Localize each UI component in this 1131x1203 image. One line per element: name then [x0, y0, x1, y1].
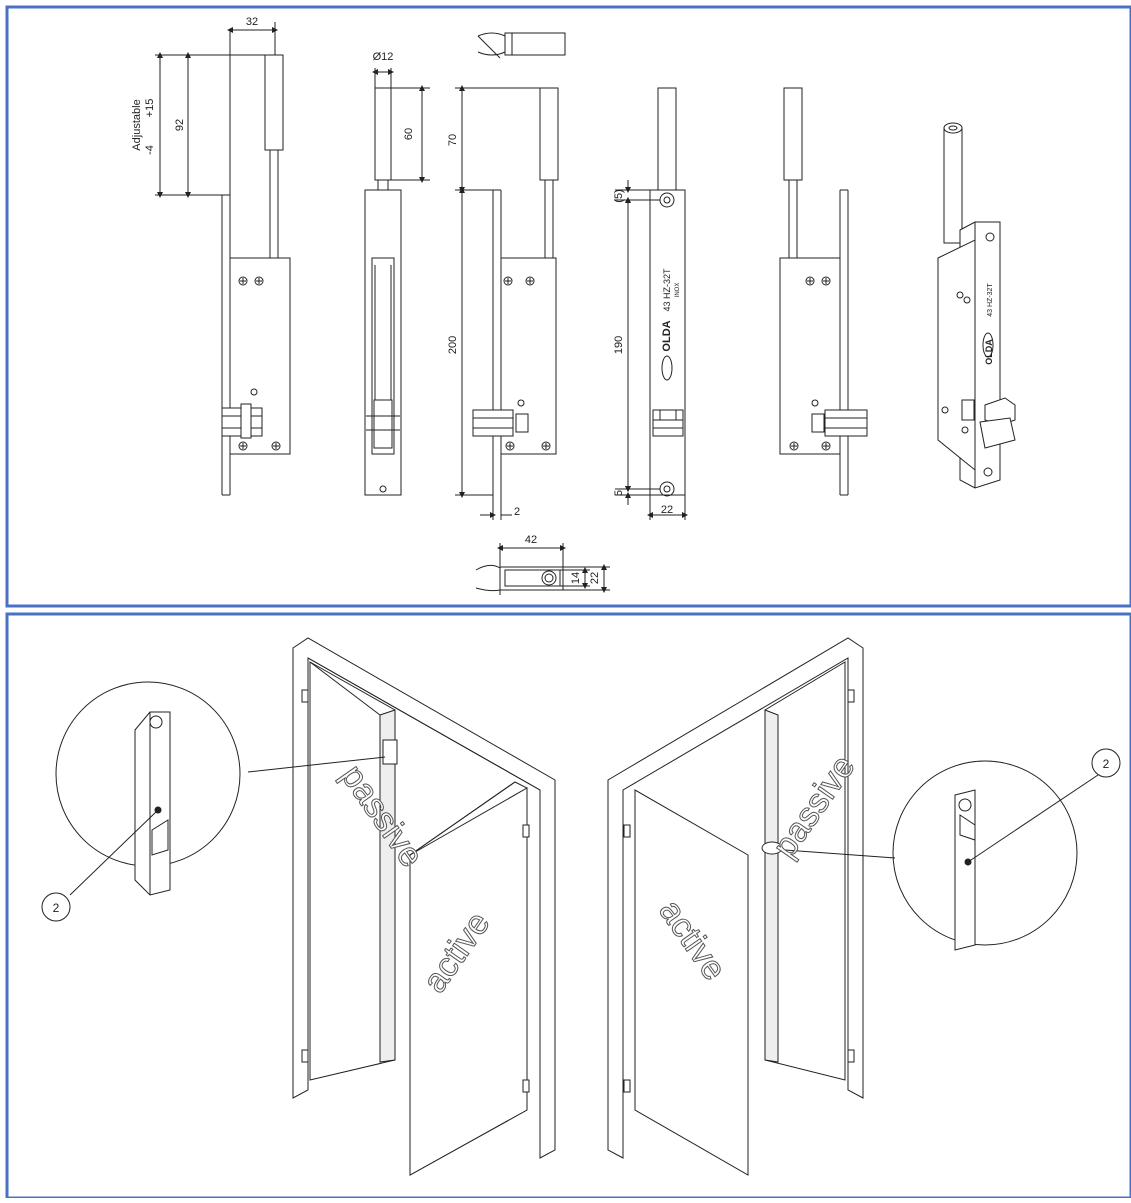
view-side-left — [155, 22, 291, 496]
dim-92: 92 — [174, 119, 186, 131]
dim-190: 190 — [613, 336, 625, 354]
callout-number-right: 2 — [1103, 757, 1110, 771]
iso-model-marking: 43 HZ-32T — [987, 283, 994, 317]
dim-70: 70 — [447, 134, 459, 146]
callout-number-left: 2 — [53, 901, 60, 915]
dim-14: 14 — [570, 572, 582, 584]
dim-range-plus: +15 — [144, 99, 156, 118]
dim-60: 60 — [403, 128, 415, 140]
left-door-assembly — [41, 637, 556, 1176]
view-isometric — [937, 122, 1016, 489]
dim-22b: 22 — [589, 572, 601, 584]
iso-brand-marking: OLDA — [984, 339, 994, 365]
dim-2: 2 — [514, 506, 520, 518]
view-bottom-small — [475, 543, 610, 595]
dim-5: 5 — [613, 490, 625, 496]
dim-5-paren: (5) — [613, 189, 625, 202]
view-front-narrow — [364, 68, 430, 496]
view-front-faceplate — [615, 87, 688, 520]
right-door-assembly — [607, 637, 1121, 1176]
dim-42: 42 — [525, 534, 537, 546]
faceplate-sub-marking: INOX — [675, 283, 681, 298]
top-panel-frame — [5, 5, 1131, 608]
faceplate-model-marking: 43 HZ-32T — [662, 268, 672, 312]
dim-22: 22 — [661, 504, 673, 516]
dim-range-minus: -4 — [144, 145, 156, 155]
dim-32: 32 — [246, 16, 258, 28]
dim-200: 200 — [447, 336, 459, 354]
view-side-dimensioned — [455, 32, 566, 520]
dim-dia12: Ø12 — [373, 51, 394, 63]
view-side-mirrored — [779, 87, 868, 496]
dim-adjustable: Adjustable — [131, 99, 143, 150]
faceplate-brand-marking: OLDA — [661, 320, 673, 351]
